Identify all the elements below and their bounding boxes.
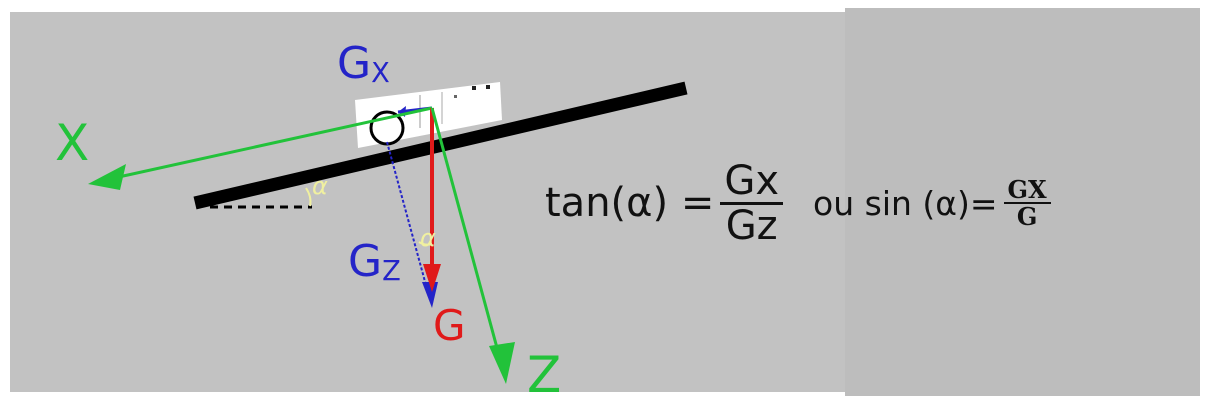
main-panel bbox=[10, 12, 845, 392]
gx-label-main: G bbox=[337, 38, 372, 89]
formula: tan(α) = Gx Gz ou sin (α)= GX G bbox=[545, 148, 1057, 258]
tan-fraction-bar bbox=[720, 201, 784, 205]
z-axis-label: Z bbox=[527, 346, 562, 404]
tan-lhs: tan(α) = bbox=[545, 180, 715, 226]
g-label: G bbox=[433, 301, 466, 350]
sin-fraction: GX G bbox=[1003, 174, 1051, 231]
sin-denominator: G bbox=[1016, 202, 1038, 231]
z-axis-arrow bbox=[430, 107, 505, 371]
gz-arrowhead bbox=[422, 282, 438, 308]
gz-label-main: G bbox=[348, 236, 383, 287]
inclined-plane bbox=[193, 81, 688, 210]
angle-arc-vector bbox=[418, 241, 433, 246]
x-axis-label: X bbox=[55, 114, 90, 172]
vehicle-block bbox=[355, 82, 502, 148]
g-arrowhead bbox=[423, 264, 441, 292]
sin-numerator: GX bbox=[1007, 174, 1047, 204]
tan-denominator: Gz bbox=[725, 202, 778, 249]
gx-label: GX bbox=[337, 42, 390, 90]
tan-fraction: Gx Gz bbox=[720, 157, 784, 249]
gz-vector bbox=[386, 141, 431, 301]
x-axis-arrowhead bbox=[88, 164, 126, 190]
gz-label: GZ bbox=[348, 240, 401, 288]
sin-lhs: ou sin (α)= bbox=[813, 183, 998, 223]
alpha-label-vector: α bbox=[420, 224, 436, 252]
x-axis-arrow bbox=[95, 106, 433, 184]
angle-arc-plane bbox=[305, 187, 312, 207]
gz-label-sub: Z bbox=[382, 256, 401, 288]
z-axis-arrowhead bbox=[489, 342, 515, 384]
sin-fraction-bar bbox=[1003, 202, 1051, 204]
alpha-label-plane: α bbox=[312, 172, 328, 200]
gx-label-sub: X bbox=[371, 58, 390, 90]
tan-numerator: Gx bbox=[724, 157, 780, 204]
